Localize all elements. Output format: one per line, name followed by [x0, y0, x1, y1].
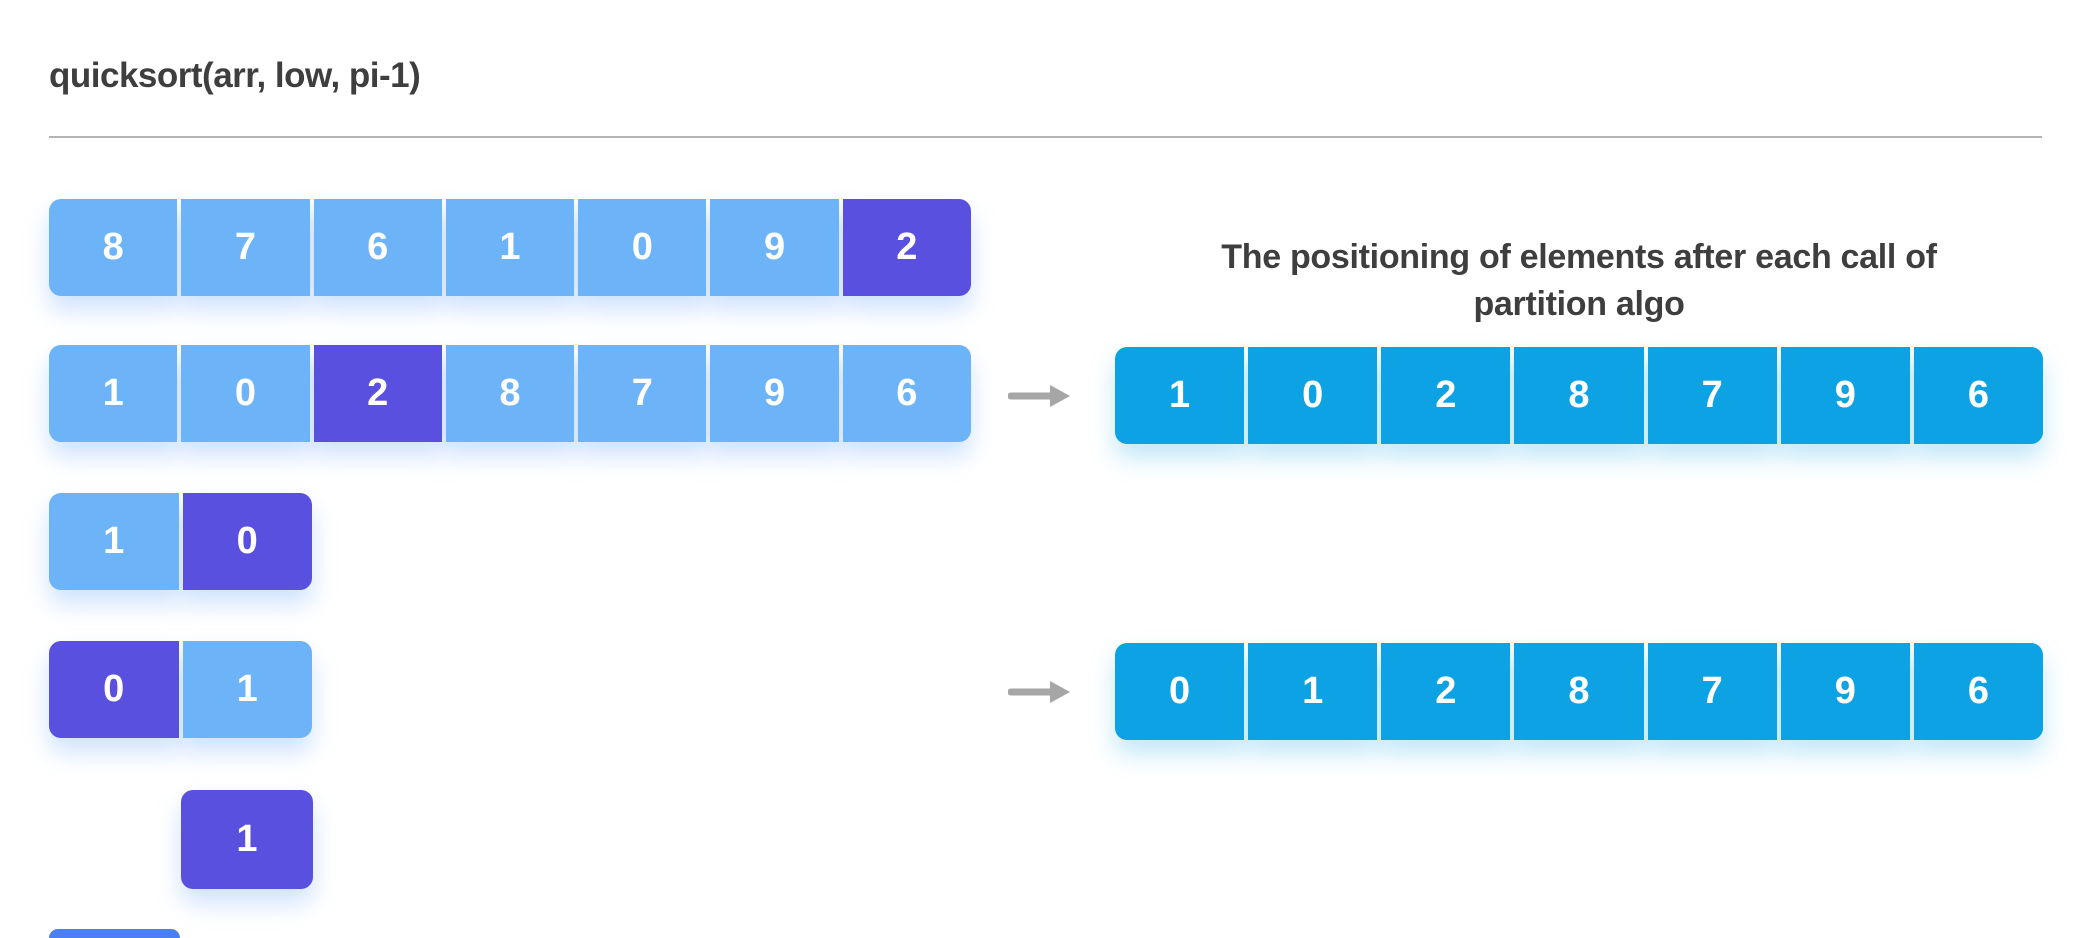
page-title: quicksort(arr, low, pi-1) [49, 56, 421, 95]
array-cell: 8 [1514, 347, 1644, 444]
array-cell: 7 [1647, 643, 1777, 740]
divider [49, 136, 2042, 138]
array-cell: 9 [1780, 347, 1910, 444]
cutoff-next-array-sliver [49, 929, 180, 938]
array-cell: 2 [1381, 347, 1511, 444]
array-cell: 7 [1647, 347, 1777, 444]
array-cell: 9 [1780, 643, 1910, 740]
array-cell: 7 [181, 199, 310, 296]
recursion-array-step-5: 1 [181, 790, 313, 889]
pivot-cell: 2 [313, 345, 442, 442]
array-cell: 2 [1381, 643, 1511, 740]
array-cell: 0 [578, 199, 707, 296]
array-cell: 1 [1248, 643, 1378, 740]
array-cell: 6 [1913, 347, 2043, 444]
array-cell: 0 [1248, 347, 1378, 444]
array-cell: 9 [710, 199, 839, 296]
array-cell: 6 [313, 199, 442, 296]
array-cell: 1 [445, 199, 575, 296]
partition-heading-line2: partition algo [1473, 284, 1685, 323]
array-cell: 8 [1514, 643, 1644, 740]
pivot-cell: 0 [182, 493, 312, 590]
right-arrow-icon [1008, 385, 1070, 407]
array-cell: 7 [578, 345, 707, 442]
partition-heading-line1: The positioning of elements after each c… [1221, 238, 1937, 276]
pivot-cell: 1 [181, 790, 313, 889]
right-arrow-icon [1008, 681, 1070, 703]
array-cell: 6 [842, 345, 971, 442]
array-cell: 0 [1115, 643, 1245, 740]
array-cell: 1 [182, 641, 312, 738]
array-cell: 0 [181, 345, 310, 442]
array-cell: 1 [1115, 347, 1245, 444]
array-cell: 1 [49, 345, 178, 442]
array-cell: 6 [1913, 643, 2043, 740]
pivot-cell: 0 [49, 641, 179, 738]
array-cell: 1 [49, 493, 179, 590]
array-cell: 8 [49, 199, 178, 296]
array-cell: 8 [445, 345, 575, 442]
partition-heading: The positioning of elements after each c… [1115, 234, 2043, 328]
pivot-cell: 2 [842, 199, 971, 296]
array-cell: 9 [710, 345, 839, 442]
